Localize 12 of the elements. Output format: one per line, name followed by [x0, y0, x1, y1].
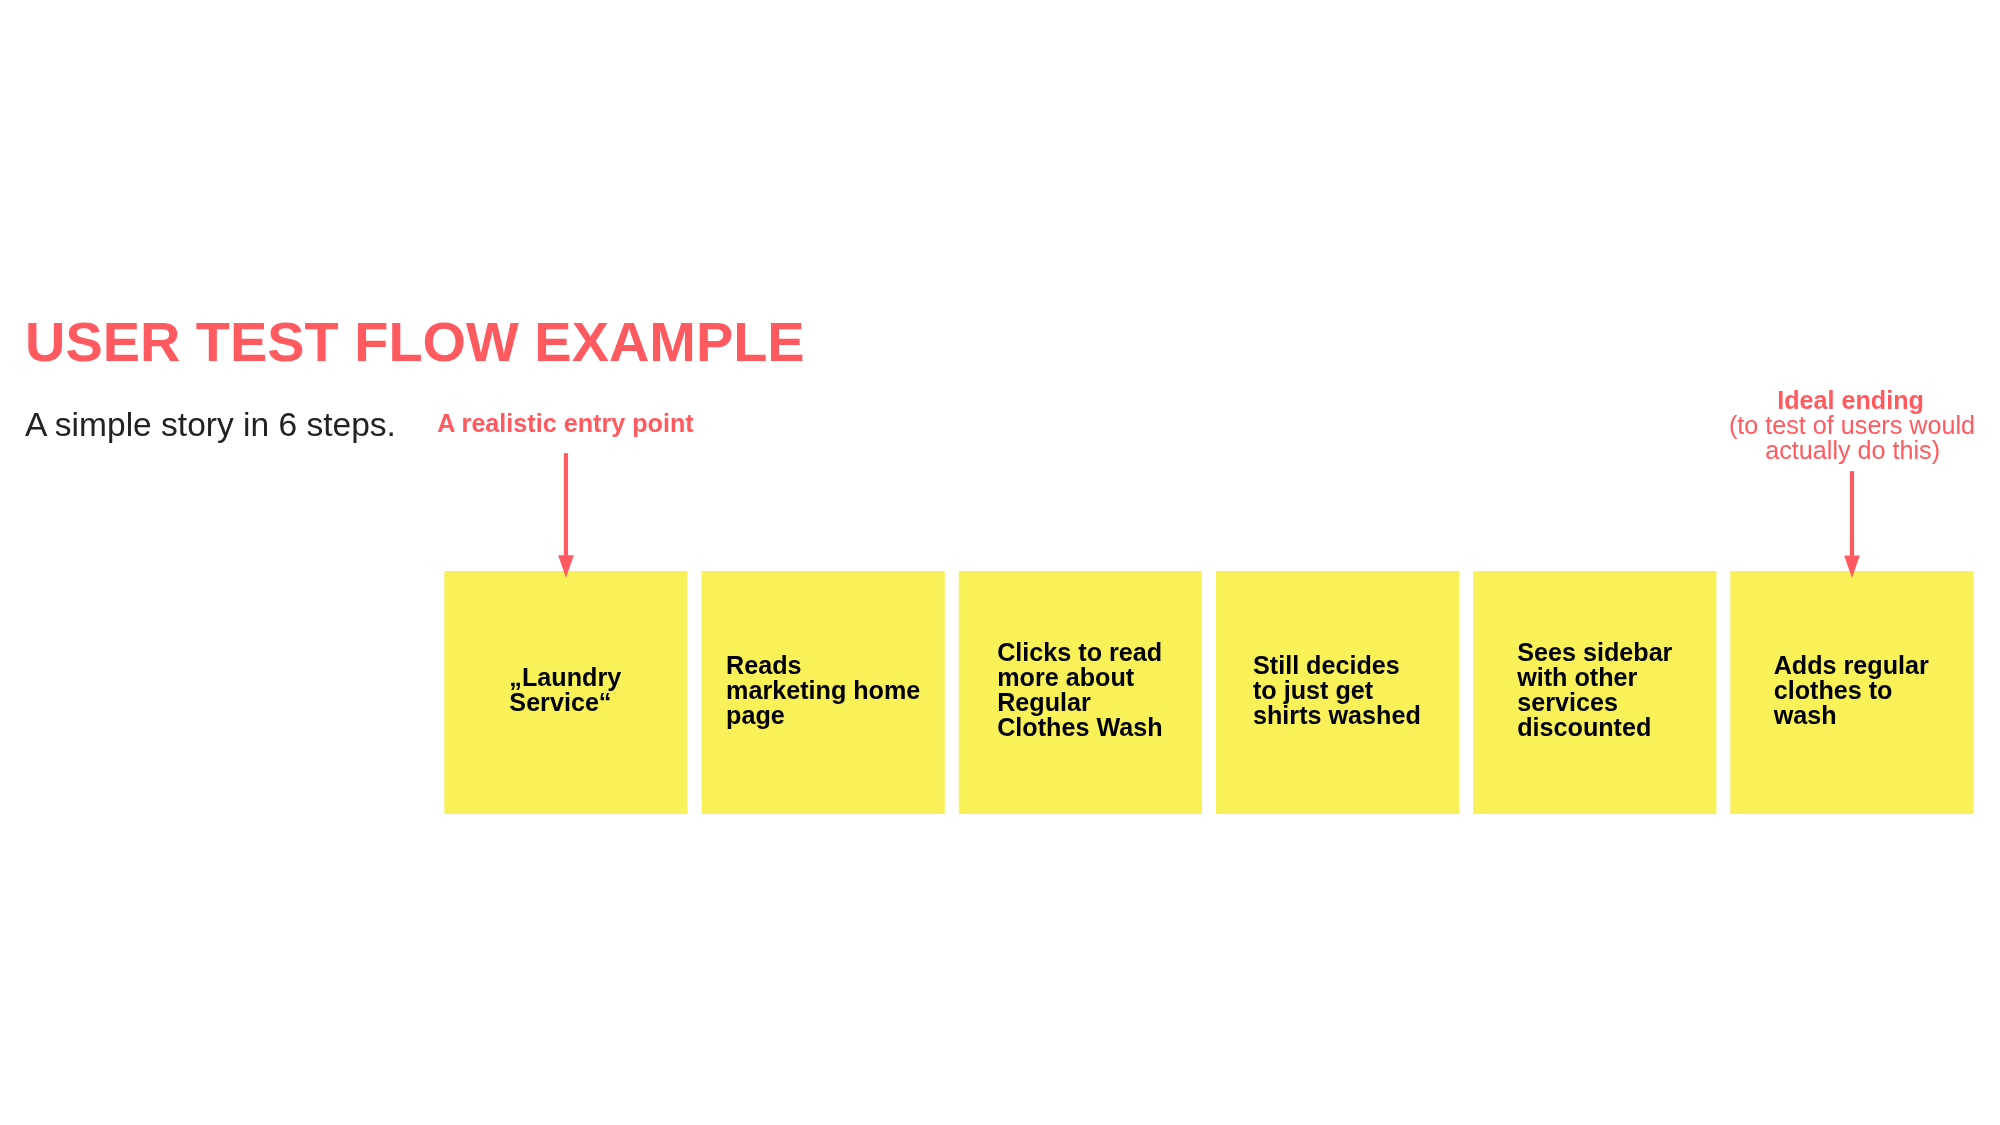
node-box: Clicks to read more about Regular Clothes Wash: [958, 570, 1202, 815]
arrow: [558, 453, 574, 578]
node-text: A realistic entry point: [437, 409, 694, 438]
diagram-title: USER TEST FLOW EXAMPLE: [25, 309, 805, 373]
node-box: „Laundry Service“: [444, 570, 688, 815]
node-box: Adds regular clothes to wash: [1730, 570, 1974, 815]
node-box: Reads marketing home page: [701, 570, 945, 815]
arrow: [1844, 471, 1860, 578]
node-text: Ideal ending (to test of users would actually do this): [1728, 385, 1976, 464]
label: A simple story in 6 steps.: [25, 406, 396, 444]
node-box: Sees sidebar with other services discounted: [1473, 570, 1717, 815]
node-box: Still decides to just get shirts washed: [1215, 570, 1460, 815]
